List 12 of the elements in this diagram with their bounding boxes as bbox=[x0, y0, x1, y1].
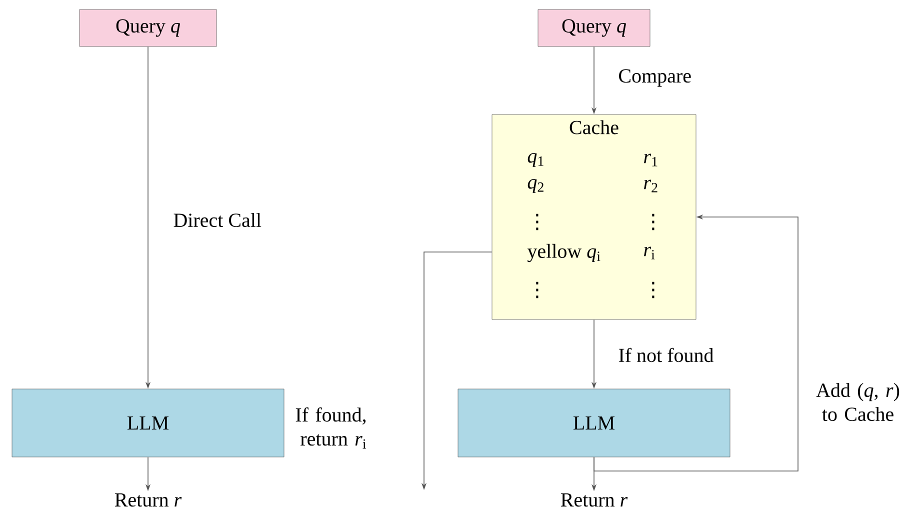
edge-label: Direct Call bbox=[174, 212, 262, 228]
query-box: Query q bbox=[538, 9, 650, 47]
llm-box: LLM bbox=[12, 388, 284, 458]
output-text: Return r bbox=[560, 493, 628, 507]
query-box: Query q bbox=[79, 9, 217, 47]
edge-label: If not found bbox=[618, 348, 714, 362]
output-text: Return r bbox=[114, 493, 182, 507]
edge-label: Add (q, r) to Cache bbox=[816, 382, 900, 422]
llm-box: LLM bbox=[458, 388, 730, 458]
edge-label: Compare bbox=[619, 69, 691, 87]
cache-table: Cache q$_{1}$ r$_{1}$ q$_{2}$ r$_{2}$ ⋮ ⋮ yellow q$_{i}$ r$_{i}$ ⋮ ⋮ bbox=[492, 114, 696, 320]
edge-label: If found, return r$_{i}$ bbox=[296, 407, 366, 449]
